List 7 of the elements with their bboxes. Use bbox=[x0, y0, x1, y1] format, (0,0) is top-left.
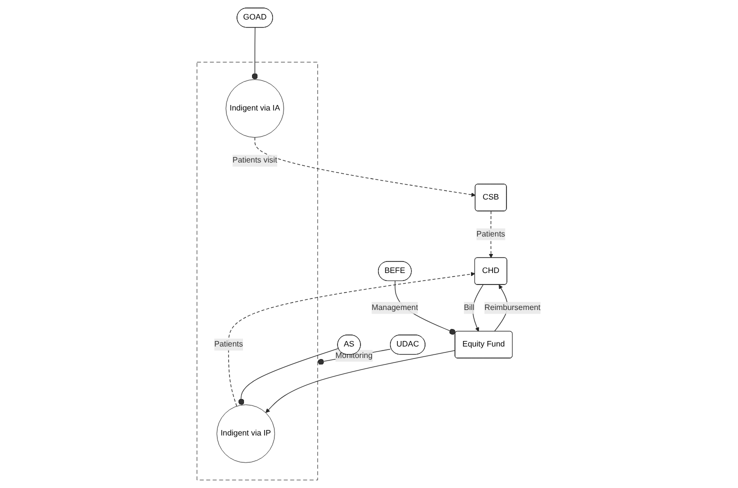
arrow bbox=[228, 272, 476, 407]
connector bbox=[238, 348, 340, 406]
connector bbox=[252, 27, 258, 80]
arrow bbox=[266, 350, 456, 413]
cluster bbox=[196, 62, 318, 480]
connector bbox=[318, 348, 391, 365]
arrow bbox=[254, 137, 476, 197]
